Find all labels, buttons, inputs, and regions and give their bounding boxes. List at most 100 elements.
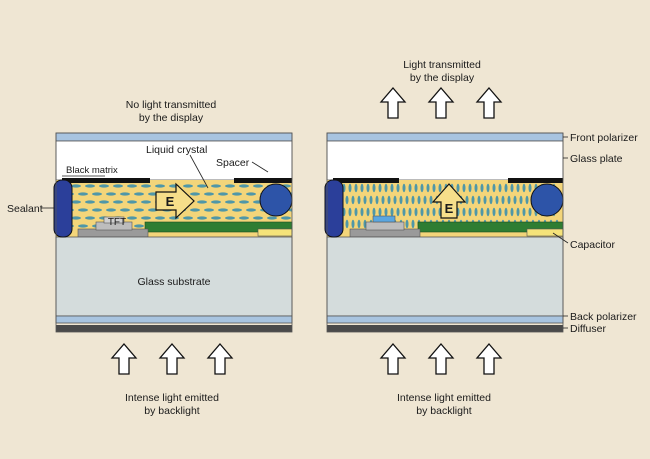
lc-molecule bbox=[78, 208, 88, 212]
lc-molecule bbox=[232, 192, 242, 196]
lc-molecule bbox=[106, 208, 116, 212]
black-matrix-right-b bbox=[508, 178, 563, 183]
front-polarizer-left bbox=[55, 132, 293, 142]
lc-molecule bbox=[204, 208, 214, 212]
lc-molecule bbox=[513, 195, 517, 205]
lc-molecule bbox=[71, 200, 81, 204]
lc-molecule bbox=[253, 216, 263, 220]
lc-molecule bbox=[267, 216, 277, 220]
lc-molecule bbox=[486, 207, 490, 217]
lc-molecule bbox=[468, 207, 472, 217]
no-light-label-2: by the display bbox=[139, 112, 204, 124]
lc-molecule bbox=[432, 207, 436, 217]
lc-molecule bbox=[99, 200, 109, 204]
lc-molecule bbox=[405, 219, 409, 229]
backlight-label-left-2: by backlight bbox=[144, 405, 200, 417]
capacitor-left bbox=[257, 228, 293, 237]
field-arrow-up-icon: E bbox=[431, 183, 467, 219]
backlight-up-arrow-icon bbox=[206, 343, 234, 375]
lc-molecule bbox=[408, 183, 412, 193]
lc-molecule bbox=[197, 200, 207, 204]
field-symbol-left: E bbox=[166, 194, 175, 209]
lc-molecule bbox=[183, 216, 193, 220]
lc-molecule bbox=[390, 183, 394, 193]
spacer-left bbox=[259, 183, 293, 217]
lc-molecule bbox=[504, 207, 508, 217]
lc-molecule bbox=[134, 208, 144, 212]
backlight-label-right-1: Intense light emitted bbox=[397, 392, 491, 404]
lc-molecule bbox=[360, 207, 364, 217]
back-polarizer-right bbox=[326, 315, 564, 324]
lc-molecule bbox=[204, 192, 214, 196]
lc-molecule bbox=[402, 183, 406, 193]
lc-molecule bbox=[504, 183, 508, 193]
lc-molecule bbox=[483, 195, 487, 205]
lc-molecule bbox=[438, 183, 442, 193]
lc-molecule bbox=[190, 208, 200, 212]
lc-molecule bbox=[516, 183, 520, 193]
lc-molecule bbox=[239, 216, 249, 220]
glass-plate-label: Glass plate bbox=[570, 153, 623, 165]
diffuser-right bbox=[327, 325, 563, 332]
lc-molecule bbox=[489, 195, 493, 205]
lc-molecule bbox=[414, 183, 418, 193]
lc-molecule bbox=[127, 184, 137, 188]
lc-molecule bbox=[387, 195, 391, 205]
lc-molecule bbox=[211, 216, 221, 220]
tft-gate-right bbox=[365, 221, 405, 231]
sealant-right bbox=[324, 179, 344, 238]
tft-top-right bbox=[372, 215, 396, 223]
lc-molecule bbox=[378, 207, 382, 217]
leader-lines bbox=[41, 136, 569, 329]
lc-molecule bbox=[372, 183, 376, 193]
lc-molecule bbox=[113, 184, 123, 188]
lc-molecule bbox=[351, 219, 355, 229]
lc-molecule bbox=[396, 207, 400, 217]
transmitted-light-arrow-icon bbox=[427, 87, 455, 119]
lc-molecule bbox=[468, 183, 472, 193]
lc-molecule bbox=[141, 184, 151, 188]
lc-molecule bbox=[492, 183, 496, 193]
lc-molecule bbox=[507, 195, 511, 205]
capacitor-label: Capacitor bbox=[570, 239, 615, 251]
lc-molecule bbox=[498, 183, 502, 193]
backlight-up-arrow-icon bbox=[475, 343, 503, 375]
glass-plate-right bbox=[326, 140, 564, 181]
lc-molecule bbox=[225, 200, 235, 204]
backlight-up-arrow-icon bbox=[158, 343, 186, 375]
lc-molecule bbox=[253, 184, 263, 188]
lc-molecule bbox=[525, 195, 529, 205]
lc-molecule bbox=[92, 192, 102, 196]
backlight-label-right-2: by backlight bbox=[416, 405, 472, 417]
lc-molecule bbox=[456, 183, 460, 193]
lc-molecule bbox=[360, 183, 364, 193]
lc-molecule bbox=[510, 207, 514, 217]
sealant-left bbox=[53, 179, 73, 238]
lc-molecule bbox=[420, 207, 424, 217]
lc-molecule bbox=[218, 208, 228, 212]
lc-molecule bbox=[71, 184, 81, 188]
diffuser-label: Diffuser bbox=[570, 323, 606, 335]
lc-molecule bbox=[405, 195, 409, 205]
lc-molecule bbox=[522, 183, 526, 193]
lc-molecule bbox=[501, 195, 505, 205]
glass-substrate-label: Glass substrate bbox=[138, 276, 211, 288]
lc-molecule bbox=[492, 207, 496, 217]
lc-molecule bbox=[348, 207, 352, 217]
lc-molecule bbox=[423, 195, 427, 205]
frame-right bbox=[326, 132, 564, 333]
backlight-up-arrow-icon bbox=[379, 343, 407, 375]
lc-molecule bbox=[486, 183, 490, 193]
light-transmitted-label-2: by the display bbox=[410, 72, 475, 84]
lc-molecule bbox=[106, 192, 116, 196]
lc-molecule bbox=[480, 183, 484, 193]
lc-molecule bbox=[197, 216, 207, 220]
lc-molecule bbox=[462, 207, 466, 217]
lc-molecule bbox=[92, 208, 102, 212]
diffuser-left bbox=[56, 325, 292, 332]
lc-molecule bbox=[113, 200, 123, 204]
lc-molecule bbox=[354, 183, 358, 193]
lc-molecule bbox=[369, 195, 373, 205]
spacer-right bbox=[530, 183, 564, 217]
backlight-label-left-1: Intense light emitted bbox=[125, 392, 219, 404]
